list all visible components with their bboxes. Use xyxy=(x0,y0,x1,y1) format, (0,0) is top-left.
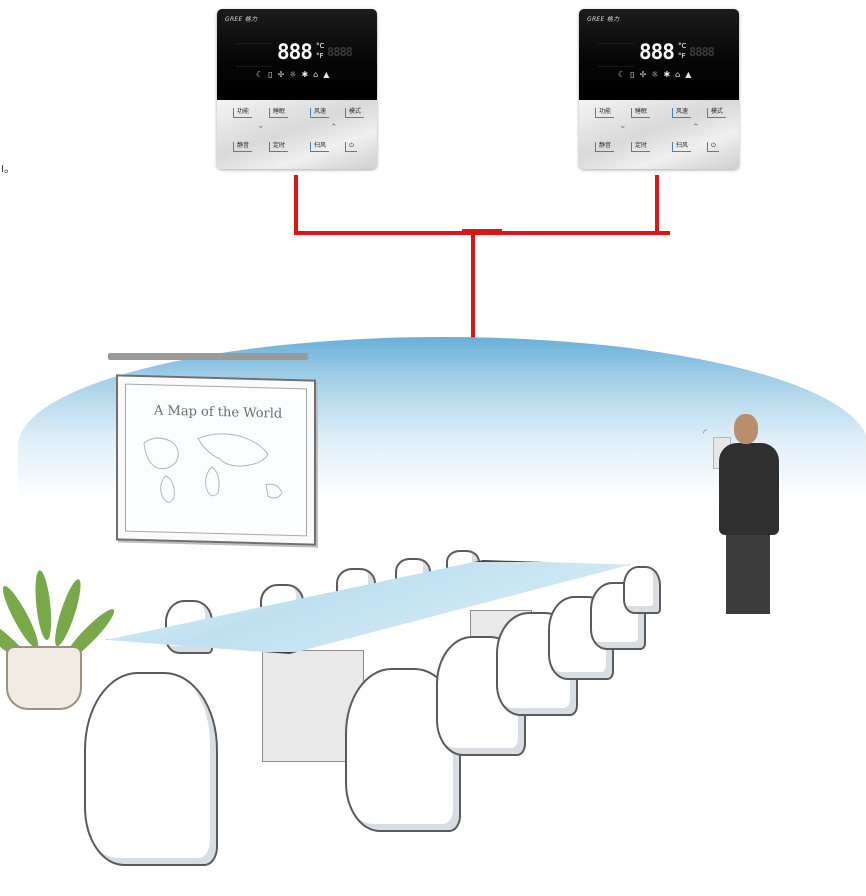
mute-button[interactable]: 静音 xyxy=(233,142,252,152)
brand-logo: GREE 格力 xyxy=(225,14,257,23)
whiteboard: A Map of the World xyxy=(116,374,316,545)
fahrenheit-unit: °F xyxy=(316,52,324,60)
down-arrow-icon[interactable]: ⌄ xyxy=(619,122,627,131)
button-panel: 功能 睡眠 风速 模式 ⌄ ⌃ 静音 定时 扫风 ⏻ xyxy=(217,100,377,169)
person-legs xyxy=(726,530,770,614)
snowflake-icon: ✱ xyxy=(663,71,670,79)
function-button[interactable]: 功能 xyxy=(233,108,252,118)
display-panel: GREE 格力 888 °C °F 8888 ☾ ▯ ✢ ☼ ✱ ⌂ ▲ xyxy=(579,9,739,100)
status-icons: ☾ ▯ ✢ ☼ ✱ ⌂ ▲ xyxy=(256,70,346,80)
fan-speed-button[interactable]: 风速 xyxy=(310,108,329,118)
lock-icon: ▲ xyxy=(685,71,691,79)
moon-icon: ☾ xyxy=(618,71,625,79)
button-panel: 功能 睡眠 风速 模式 ⌄ ⌃ 静音 定时 扫风 ⏻ xyxy=(579,100,739,169)
wire-junction xyxy=(462,229,502,235)
power-button[interactable]: ⏻ xyxy=(707,142,719,152)
brand-logo: GREE 格力 xyxy=(587,14,619,23)
whiteboard-rail xyxy=(108,353,308,360)
celsius-unit: °C xyxy=(678,42,686,50)
display-ghost-segments xyxy=(237,43,271,67)
swing-button[interactable]: 扫风 xyxy=(672,142,691,152)
edge-glyph: ।。 xyxy=(0,160,15,176)
thermostat-controller-right[interactable]: GREE 格力 888 °C °F 8888 ☾ ▯ ✢ ☼ ✱ ⌂ ▲ 功能 … xyxy=(579,9,739,169)
sleep-button[interactable]: 睡眠 xyxy=(631,108,650,118)
wireless-icon: ◜ xyxy=(703,428,707,439)
up-arrow-icon[interactable]: ⌃ xyxy=(692,124,700,133)
home-icon: ⌂ xyxy=(313,71,318,79)
fahrenheit-unit: °F xyxy=(678,52,686,60)
temperature-readout: 888 xyxy=(639,42,674,63)
moon-icon: ☾ xyxy=(256,71,263,79)
up-arrow-icon[interactable]: ⌃ xyxy=(330,124,338,133)
status-icons: ☾ ▯ ✢ ☼ ✱ ⌂ ▲ xyxy=(618,70,708,80)
wire-left-drop xyxy=(294,175,298,235)
mode-button[interactable]: 模式 xyxy=(345,108,364,118)
filter-icon: ▯ xyxy=(630,71,634,79)
power-button[interactable]: ⏻ xyxy=(345,142,357,152)
chair xyxy=(84,672,218,866)
aux-readout: 8888 xyxy=(689,46,714,58)
thermostat-controller-left[interactable]: GREE 格力 888 °C °F 8888 ☾ ▯ ✢ ☼ ✱ ⌂ ▲ 功能 … xyxy=(217,9,377,169)
display-panel: GREE 格力 888 °C °F 8888 ☾ ▯ ✢ ☼ ✱ ⌂ ▲ xyxy=(217,9,377,100)
temperature-readout: 888 xyxy=(277,42,312,63)
celsius-unit: °C xyxy=(316,42,324,50)
home-icon: ⌂ xyxy=(675,71,680,79)
wire-main-drop xyxy=(471,233,475,341)
fan-icon: ✢ xyxy=(278,71,285,79)
sun-icon: ☼ xyxy=(651,71,658,79)
whiteboard-surface: A Map of the World xyxy=(125,384,307,537)
plant-pot xyxy=(6,646,82,710)
lock-icon: ▲ xyxy=(323,71,329,79)
mute-button[interactable]: 静音 xyxy=(595,142,614,152)
function-button[interactable]: 功能 xyxy=(595,108,614,118)
sleep-button[interactable]: 睡眠 xyxy=(269,108,288,118)
timer-button[interactable]: 定时 xyxy=(631,142,650,152)
fan-icon: ✢ xyxy=(640,71,647,79)
timer-button[interactable]: 定时 xyxy=(269,142,288,152)
fan-speed-button[interactable]: 风速 xyxy=(672,108,691,118)
aux-readout: 8888 xyxy=(327,46,352,58)
person-head xyxy=(734,414,758,444)
person-body xyxy=(719,443,779,535)
snowflake-icon: ✱ xyxy=(301,71,308,79)
chair xyxy=(623,566,661,614)
wire-right-drop xyxy=(655,175,659,235)
filter-icon: ▯ xyxy=(268,71,272,79)
sun-icon: ☼ xyxy=(289,71,296,79)
display-ghost-segments xyxy=(599,43,633,67)
swing-button[interactable]: 扫风 xyxy=(310,142,329,152)
mode-button[interactable]: 模式 xyxy=(707,108,726,118)
down-arrow-icon[interactable]: ⌄ xyxy=(257,122,265,131)
